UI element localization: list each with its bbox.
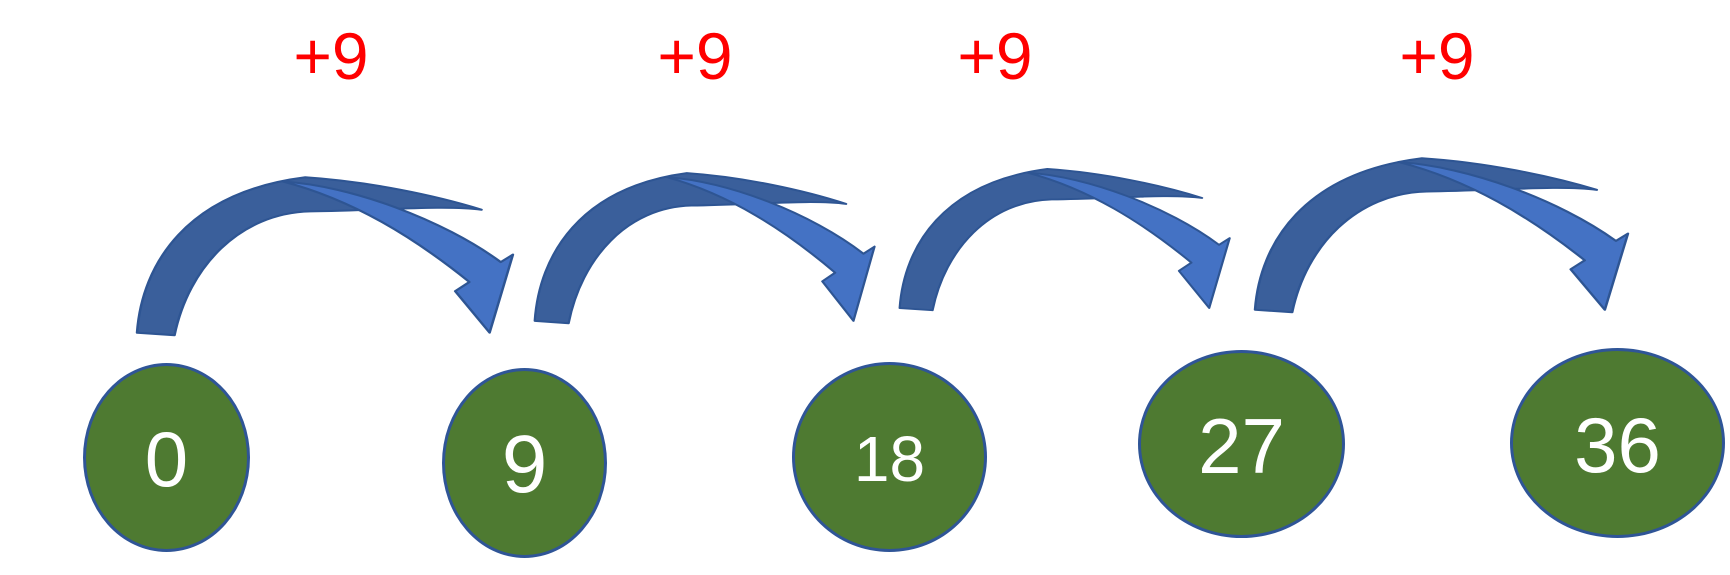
jump-label-2: +9 (657, 19, 733, 93)
node-value: 0 (144, 415, 189, 503)
node-value: 36 (1574, 400, 1661, 489)
node-value: 27 (1198, 401, 1285, 490)
node-circle-0: 0 (83, 363, 250, 552)
jump-label-4: +9 (1399, 19, 1475, 93)
jump-arrow-1 (135, 176, 515, 337)
jump-label-1: +9 (293, 19, 369, 93)
jump-arrow-4 (1253, 156, 1630, 314)
node-circle-18: 18 (792, 362, 987, 552)
jump-label-3: +9 (957, 19, 1033, 93)
jump-arrow-3 (898, 167, 1231, 312)
node-circle-9: 9 (442, 368, 607, 558)
node-value: 9 (501, 419, 548, 510)
node-circle-36: 36 (1510, 348, 1725, 538)
jump-arrow-2 (533, 172, 876, 325)
node-value: 18 (853, 423, 926, 495)
node-circle-27: 27 (1138, 350, 1345, 538)
